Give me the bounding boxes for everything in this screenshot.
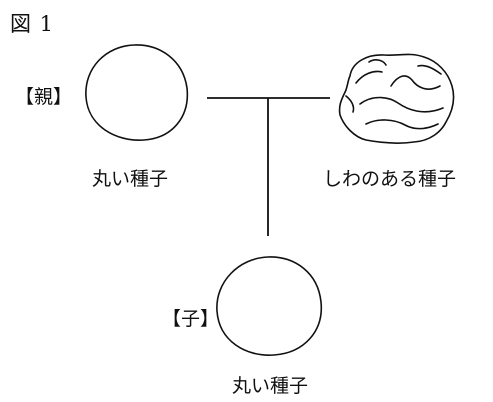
figure-title: 図 1 bbox=[10, 12, 55, 36]
parent-generation-label: 【親】 bbox=[15, 86, 73, 108]
round-seed-parent-shape bbox=[85, 44, 189, 141]
wrinkled-seed-parent-caption: しわのある種子 bbox=[323, 168, 457, 190]
round-seed-child-shape bbox=[216, 256, 323, 356]
child-generation-label: 【子】 bbox=[162, 308, 220, 330]
wrinkled-seed-parent-shape bbox=[338, 53, 455, 144]
round-seed-parent-caption: 丸い種子 bbox=[92, 168, 169, 190]
round-seed-child-caption: 丸い種子 bbox=[232, 375, 309, 397]
